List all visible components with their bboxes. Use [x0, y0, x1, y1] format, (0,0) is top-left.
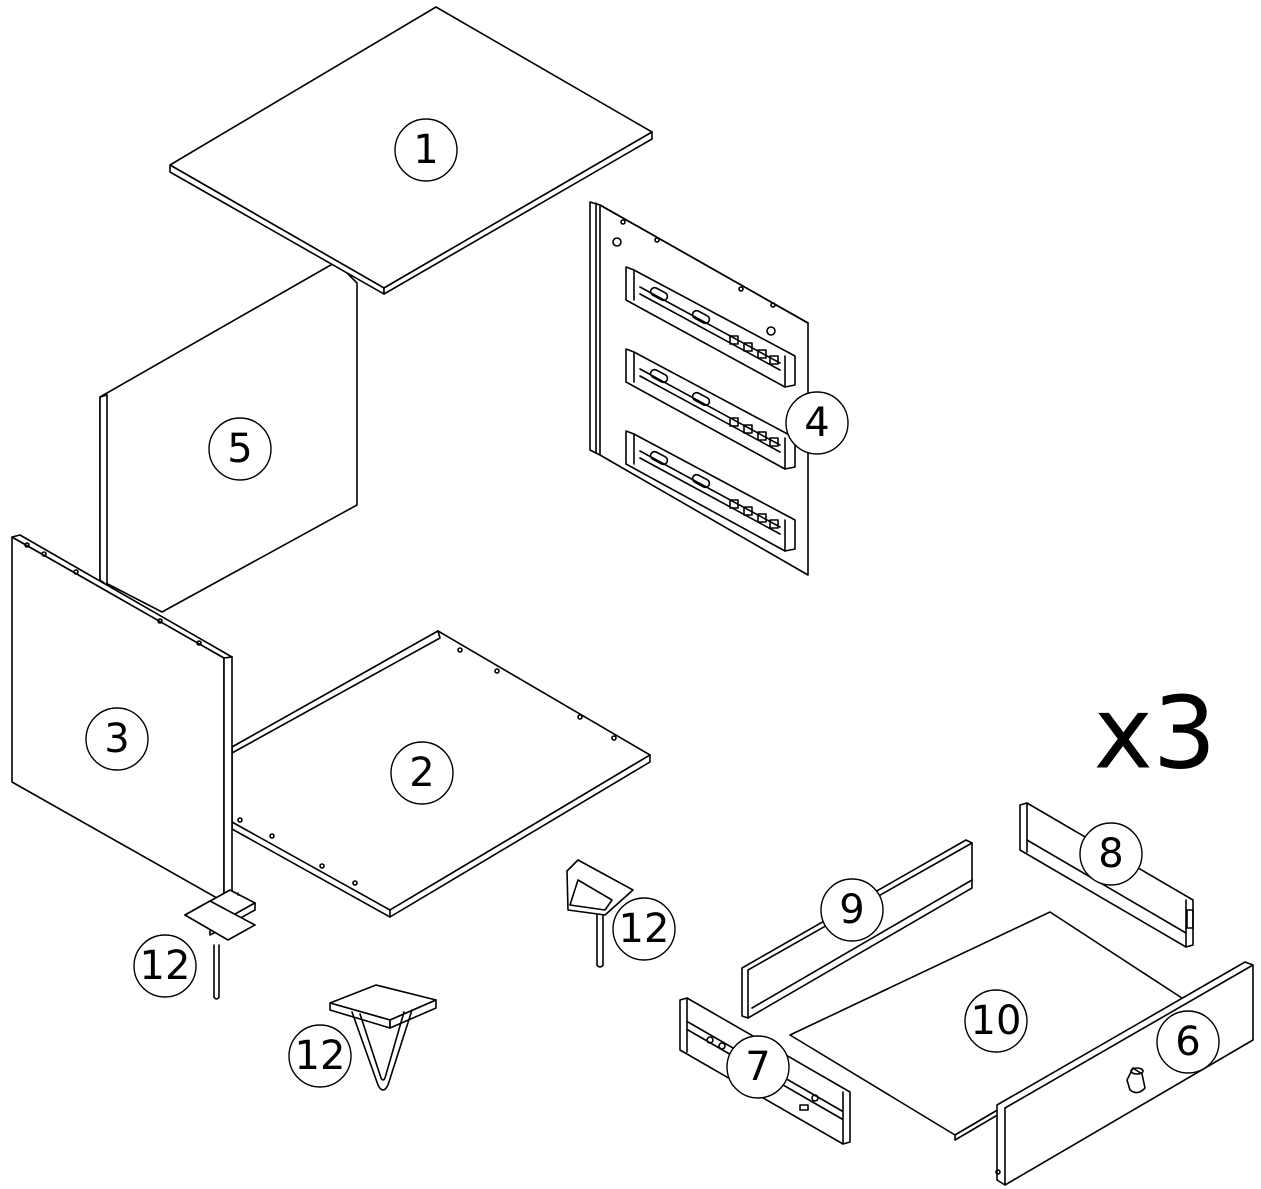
label-circle-4: [785, 391, 849, 455]
label-3: 3: [104, 716, 129, 762]
label-circle-12-right: [612, 897, 676, 961]
label-circle-7: [726, 1035, 790, 1099]
label-circle-3: [85, 707, 149, 771]
runner-3: [625, 430, 796, 552]
label-circle-1: [394, 118, 458, 182]
label-circle-8: [1079, 822, 1143, 886]
label-9: 9: [839, 887, 864, 933]
runner-2: [625, 348, 796, 470]
label-4: 4: [804, 400, 829, 446]
knob-icon: [1126, 1067, 1146, 1094]
leg-12-left: [184, 889, 256, 1000]
runner-1: [625, 266, 796, 388]
label-5: 5: [227, 426, 252, 472]
label-circle-2: [390, 741, 454, 805]
label-2: 2: [409, 750, 434, 796]
label-circle-9: [820, 878, 884, 942]
label-circle-6: [1156, 1010, 1220, 1074]
label-8: 8: [1098, 831, 1123, 877]
label-7: 7: [745, 1044, 770, 1090]
label-12-right: 12: [619, 906, 670, 952]
drawer-quantity-label: x3: [1094, 675, 1217, 792]
label-12-middle: 12: [295, 1033, 346, 1079]
label-6: 6: [1175, 1019, 1200, 1065]
label-circle-12-middle: [288, 1024, 352, 1088]
label-circle-12-left: [133, 934, 197, 998]
label-circle-5: [208, 417, 272, 481]
leg-12-right: [566, 859, 634, 968]
label-circle-10: [964, 989, 1028, 1053]
leg-12-middle-hairpin: [329, 984, 437, 1091]
label-10: 10: [971, 998, 1022, 1044]
label-12-left: 12: [140, 943, 191, 989]
panel-4-side-with-runners: [589, 201, 809, 576]
label-1: 1: [413, 127, 438, 173]
